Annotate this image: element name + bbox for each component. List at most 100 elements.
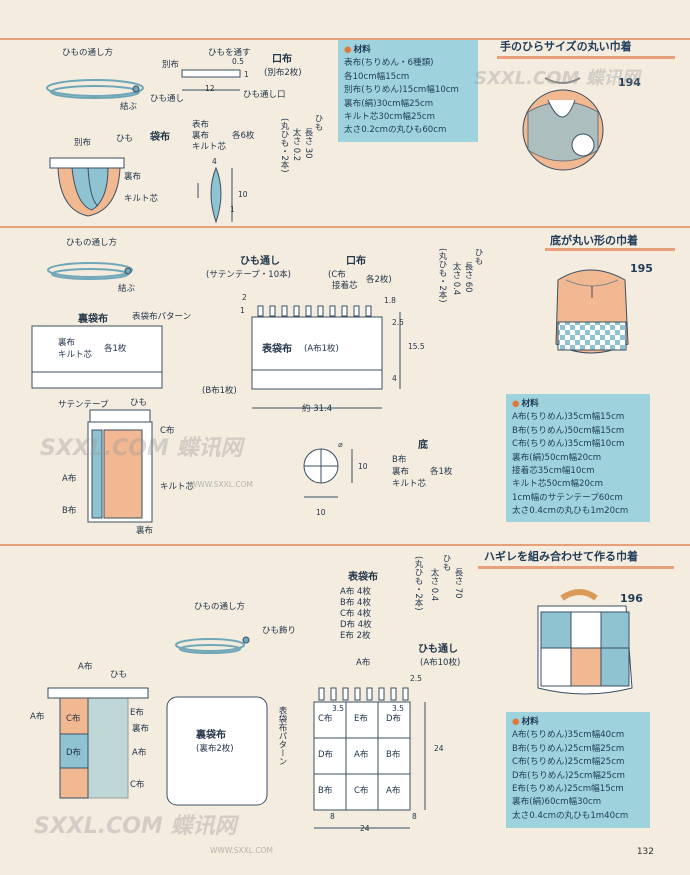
part-line: D布 4枚 (340, 620, 372, 630)
kuchi-label: 口布 (346, 256, 366, 267)
satin-label: サテンテープ (58, 400, 109, 410)
dim-label: 8 (330, 812, 335, 821)
material-line: 太さ0.4cmの丸ひも1m20cm (512, 506, 629, 517)
title-underline (545, 248, 675, 251)
material-line: C布(ちりめん)35cm幅10cm (512, 439, 625, 450)
grid-cell-label: C布 (318, 714, 333, 724)
dim-label: 15.5 (408, 342, 425, 351)
watermark-url: WWW.SXXL.COM (190, 480, 253, 489)
bag-line: 裏布 (192, 131, 210, 141)
section-divider-195 (0, 226, 690, 228)
watermark: SXXL.COM 蝶讯网 (40, 436, 243, 461)
dim-label: 3.5 (332, 704, 344, 713)
each-label: 各6枚 (232, 131, 255, 141)
bottom-line: B布 (392, 455, 407, 465)
phi-label: ⌀ (338, 440, 343, 449)
dim-label: 12 (205, 84, 215, 93)
c-label: C布 (66, 714, 81, 724)
cord-kind: (丸ひも・2本) (413, 556, 423, 611)
bag-line: キルト芯 (192, 142, 227, 152)
section-title-195: 底が丸い形の巾着 (550, 234, 638, 247)
each-label: 各2枚) (366, 275, 392, 285)
grid-cell-label: A布 (386, 786, 401, 796)
cord-len: 長さ 60 (463, 262, 473, 293)
himo-label: ひも (116, 134, 134, 144)
dim-label: 4 (392, 374, 397, 383)
knot-label: 結ぶ (118, 284, 136, 294)
title-underline (478, 566, 674, 569)
materials-box-194: 材料 表布(ちりめん・6種類) 各10cm幅15cm 別布(ちりめん)15cm幅… (338, 40, 478, 142)
d-label: D布 (66, 748, 82, 758)
materials-box-196: 材料 A布(ちりめん)35cm幅40cm B布(ちりめん)25cm幅25cm C… (506, 712, 650, 828)
material-line: 別布(ちりめん)15cm幅10cm (344, 85, 459, 96)
a-label: A布 (62, 474, 77, 484)
kuchi-label: 口布 (272, 54, 292, 65)
ura-label: 裏布 (124, 172, 142, 182)
ura-bag-196 (166, 696, 268, 806)
part-line: A布 4枚 (340, 587, 371, 597)
materials-heading: 材料 (344, 44, 472, 57)
material-line: 裏布(絹)50cm幅20cm (512, 452, 602, 463)
cord-kind: (丸ひも・2本) (279, 118, 289, 173)
ura-line: 裏布 (58, 338, 76, 348)
part-line: E布 2枚 (340, 631, 371, 641)
c-label: C布 (130, 780, 145, 790)
ura-bag-pattern (31, 325, 163, 389)
himo-tosu-label: ひもを通す (208, 48, 251, 58)
small-bag-194 (49, 157, 125, 217)
cord-loop-diagram (47, 262, 133, 280)
cord-label: ひも (313, 114, 323, 131)
bag-photo-195 (555, 269, 629, 354)
petal-piece (210, 166, 222, 224)
himo-tooshi-label: ひも通し (150, 94, 185, 104)
e-label: E布 (130, 708, 144, 718)
dim-label: 8 (412, 812, 417, 821)
cord-loop-diagram (175, 636, 250, 654)
satin-ten-label: (サテンテープ・10本) (206, 270, 291, 280)
himo-label: ひも (110, 670, 128, 680)
material-line: 表布(ちりめん・6種類) (344, 58, 434, 69)
cord-threading-label: ひもの通し方 (62, 48, 114, 58)
dim-label: 3.5 (392, 704, 404, 713)
kuchi-sub: 接着芯 (332, 281, 358, 291)
ura-label: 裏布 (136, 526, 154, 536)
grid-cell-label: B布 (386, 750, 401, 760)
cord-thick: 太さ 0.2 (291, 128, 301, 162)
material-line: E布(ちりめん)25cm幅15cm (512, 784, 624, 795)
material-line: 太さ0.4cmの丸ひも1m40cm (512, 810, 629, 821)
omote-sub: (A布1枚) (304, 344, 339, 354)
item-number-195: 195 (630, 262, 653, 275)
materials-heading: 材料 (512, 716, 644, 729)
a-label: A布 (356, 658, 371, 668)
material-line: 各10cm幅15cm (344, 71, 410, 82)
quilt-label: キルト芯 (160, 482, 195, 492)
part-line: C布 4枚 (340, 609, 372, 619)
omote-bag-label: 表袋布 (348, 572, 378, 583)
watermark: SXXL.COM 蝶讯网 (34, 814, 237, 839)
bottom-line: キルト芯 (392, 479, 427, 489)
material-line: 裏布(絹)30cm幅25cm (344, 98, 434, 109)
material-line: 太さ0.2cmの丸ひも60cm (344, 125, 447, 136)
dim-label: 1 (244, 70, 249, 79)
quilt-label: キルト芯 (124, 194, 159, 204)
bag-photo-194 (522, 77, 604, 171)
material-line: B布(ちりめん)25cm幅25cm (512, 743, 625, 754)
section-divider-196 (0, 544, 690, 546)
dim-label: 1 (240, 306, 245, 315)
cord-kind: (丸ひも・2本) (437, 248, 447, 303)
bottom-line: 裏布 (392, 467, 410, 477)
title-underline (497, 56, 675, 59)
dim-label: 10 (238, 190, 248, 199)
material-line: キルト芯30cm幅25cm (344, 112, 436, 123)
ura-bag-label: 裏袋布 (196, 730, 226, 741)
cord-thick: 太さ 0.4 (429, 568, 439, 602)
himo-tooshi-label: ひも通し (240, 256, 280, 267)
grid-cell-label: C布 (354, 786, 369, 796)
a-label: A布 (132, 748, 147, 758)
dim-label: 10 (316, 508, 326, 517)
himo-label: ひも (130, 398, 148, 408)
a-label: A布 (78, 662, 93, 672)
kuchi-strip (181, 69, 241, 78)
dim-label: 24 (434, 744, 444, 753)
